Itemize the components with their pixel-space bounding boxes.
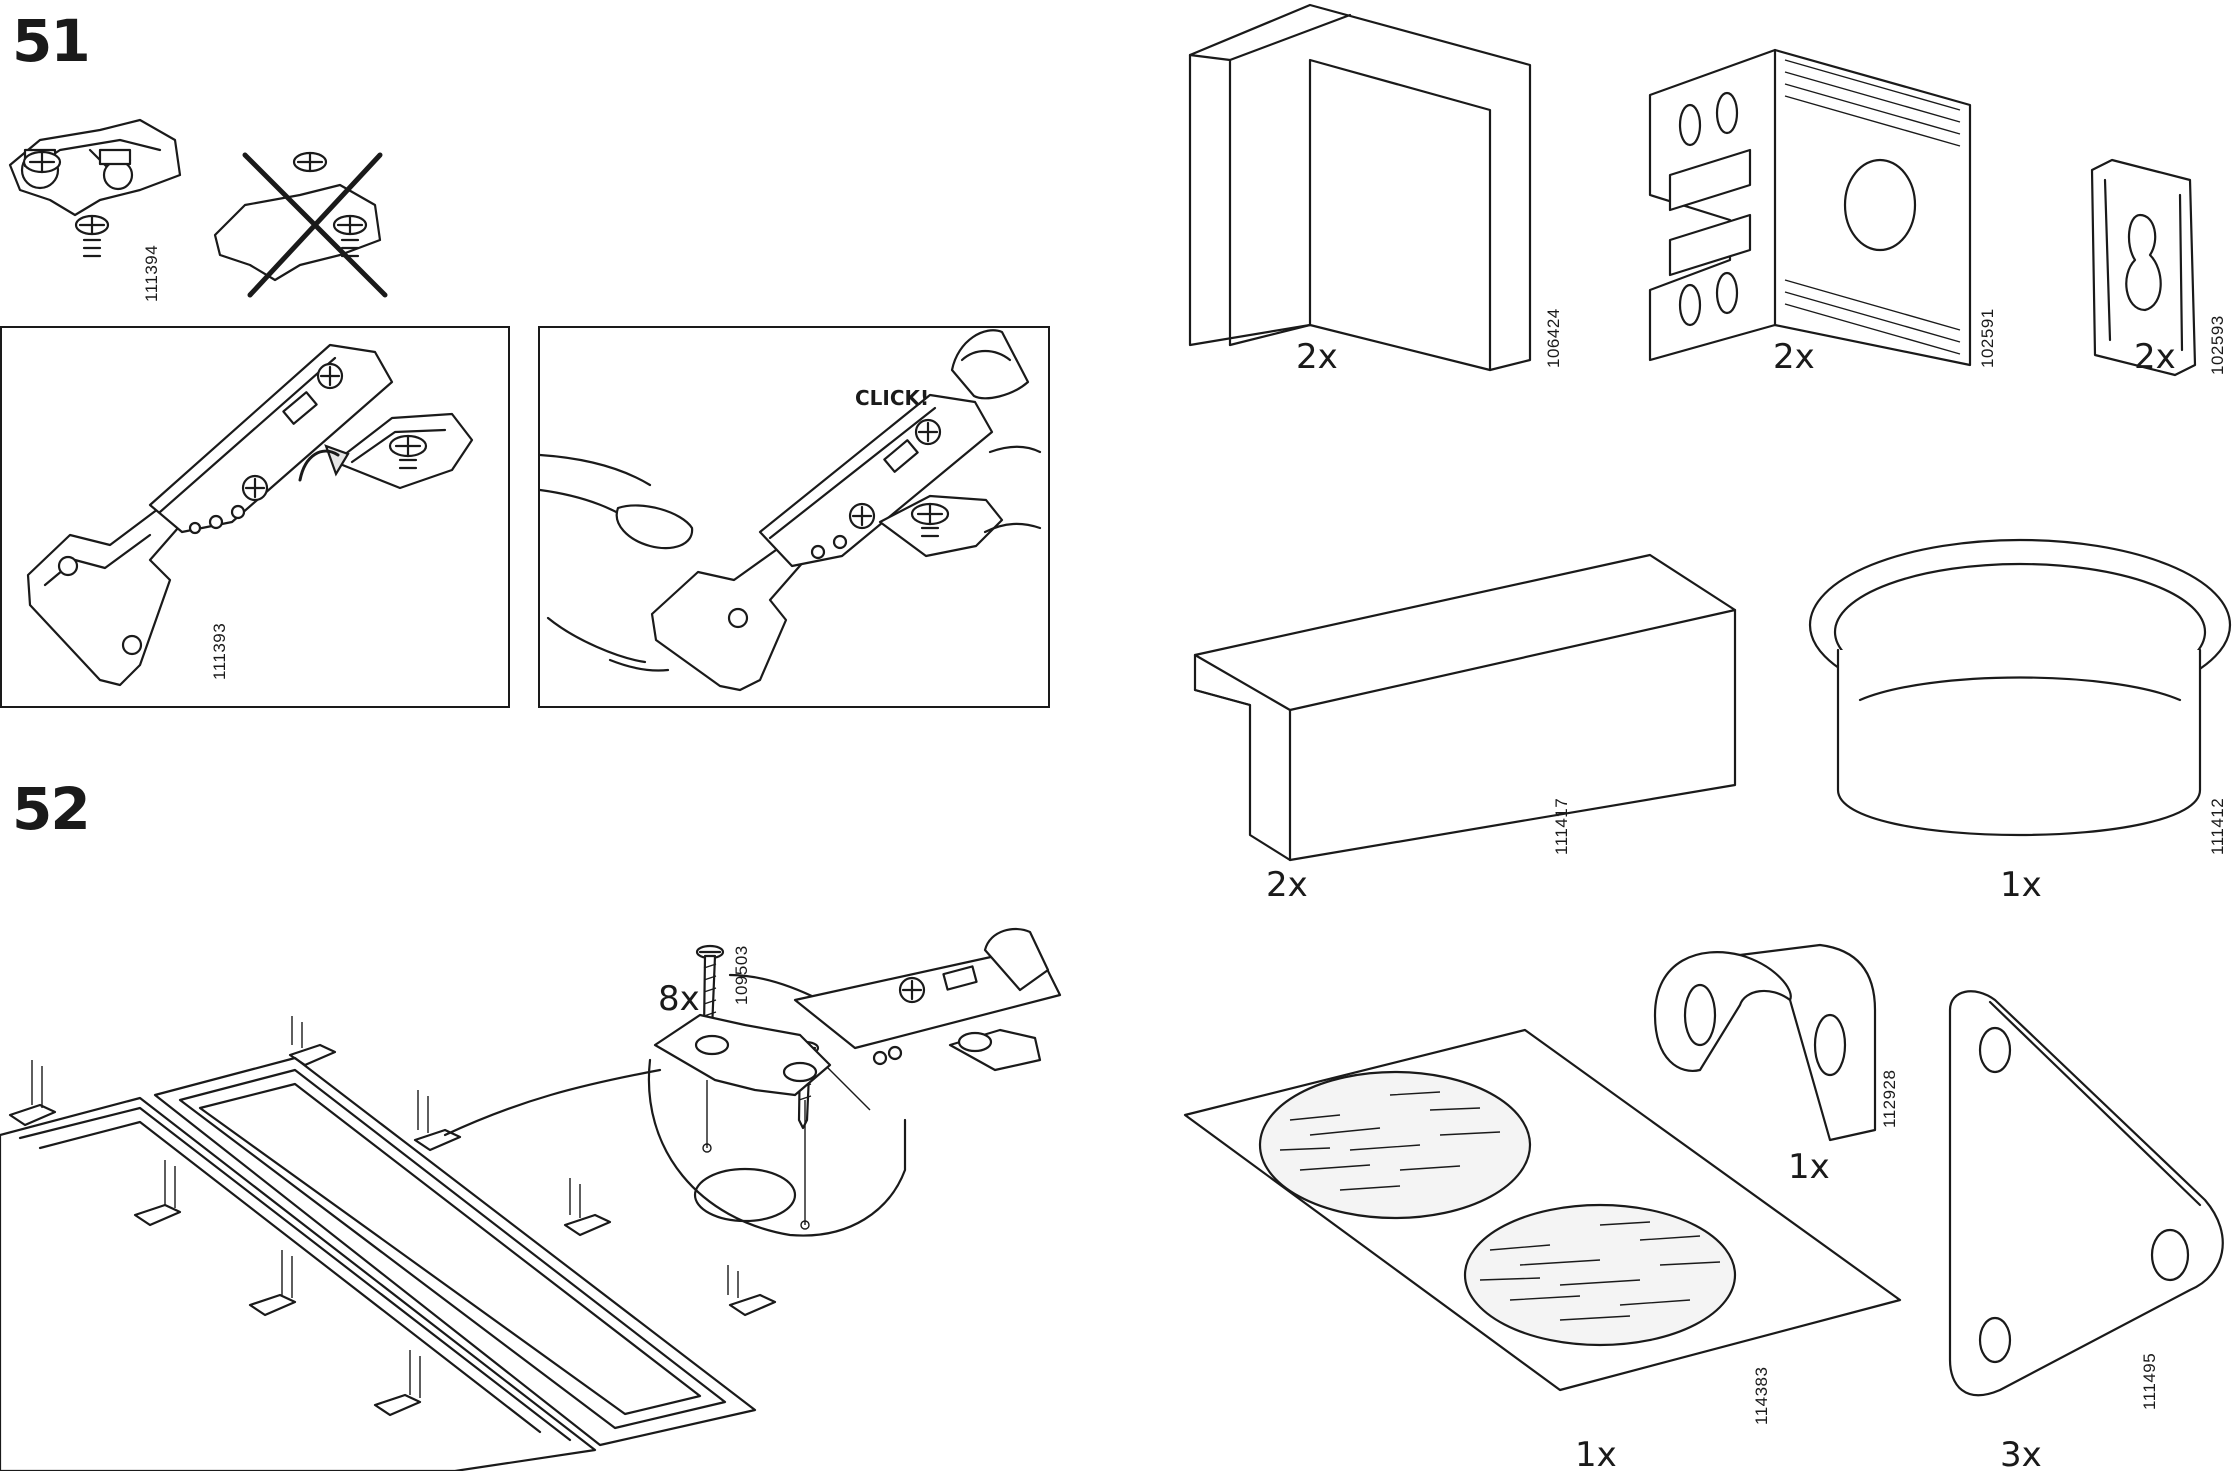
step-number-51: 51 xyxy=(12,7,91,75)
part-qty-112928: 1x xyxy=(1788,1147,1830,1187)
part-code-112928: 112928 xyxy=(1880,1069,1899,1128)
part-code-114383: 114383 xyxy=(1752,1366,1771,1425)
step51-panel-attach xyxy=(0,326,510,708)
part-code-102591: 102591 xyxy=(1978,308,1997,368)
screw-quantity: 8x xyxy=(658,979,700,1019)
click-label: CLICK! xyxy=(855,386,930,410)
part-code-111417: 111417 xyxy=(1552,797,1571,855)
part-qty-102593: 2x xyxy=(2134,337,2176,377)
part-code-102593: 102593 xyxy=(2208,315,2227,375)
part-qty-111412: 1x xyxy=(2000,865,2042,905)
step51-panel-click xyxy=(538,326,1050,708)
part-qty-114383: 1x xyxy=(1575,1435,1617,1475)
part-code-111393: 111393 xyxy=(210,622,229,680)
step-number-52: 52 xyxy=(12,775,91,843)
part-code-109503: 109503 xyxy=(732,945,751,1005)
part-code-111495: 111495 xyxy=(2140,1352,2159,1410)
part-code-111394: 111394 xyxy=(142,244,161,302)
part-code-106424: 106424 xyxy=(1544,308,1563,368)
part-qty-111495: 3x xyxy=(2000,1435,2042,1475)
part-qty-102591: 2x xyxy=(1773,337,1815,377)
part-qty-111417: 2x xyxy=(1266,865,1308,905)
part-code-111412: 111412 xyxy=(2208,797,2227,855)
part-qty-106424: 2x xyxy=(1296,337,1338,377)
